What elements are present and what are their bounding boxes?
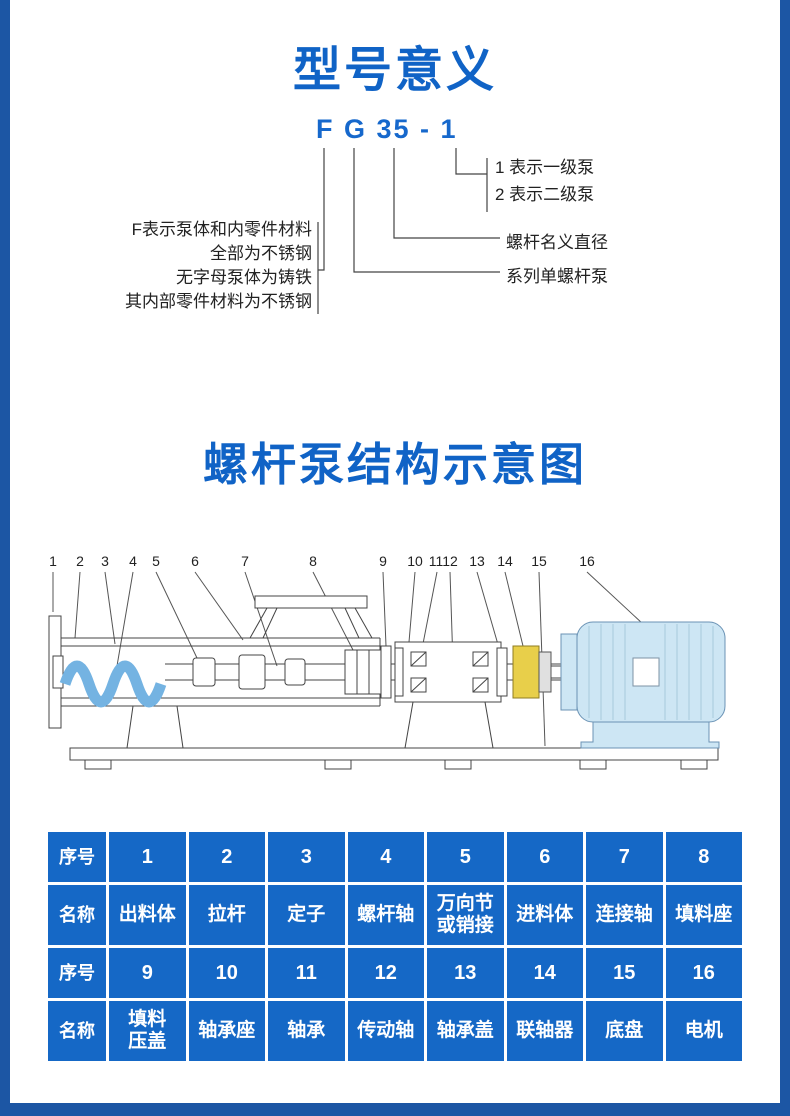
part-number: 7: [241, 553, 249, 569]
table-cell: 出料体: [109, 885, 186, 945]
table-cell: 进料体: [506, 885, 583, 945]
table-row-header: 名称: [48, 885, 106, 945]
material-line-1: F表示泵体和内零件材料: [131, 220, 312, 239]
packing-seat: [344, 649, 382, 695]
table-cell: 4: [347, 832, 424, 882]
part-number: 12: [442, 553, 458, 569]
table-cell: 轴承盖: [427, 1001, 504, 1061]
base-frame: [69, 747, 719, 770]
stage-label-1: 1 表示一级泵: [495, 158, 595, 177]
universal-joint: [192, 654, 306, 690]
table-cell: 16: [665, 948, 742, 998]
table-cell: 底盘: [586, 1001, 663, 1061]
part-number: 8: [309, 553, 317, 569]
table-cell: 15: [586, 948, 663, 998]
part-numbers: 1 2 3 4 5 6 7 8 9 10 11 12 13 14 15 16: [49, 553, 595, 569]
table-cell: 填料座: [665, 885, 742, 945]
table-cell: 14: [506, 948, 583, 998]
part-number: 16: [579, 553, 595, 569]
table-cell: 10: [188, 948, 265, 998]
material-line-3: 无字母泵体为铸铁: [176, 268, 312, 287]
table-cell: 螺杆轴: [347, 885, 424, 945]
table-cell: 1: [109, 832, 186, 882]
stage-label-2: 2 表示二级泵: [495, 185, 595, 204]
motor-nameplate: [632, 657, 660, 687]
pump-casing: [61, 637, 381, 749]
leader-lines: [52, 571, 644, 747]
table-cell: 传动轴: [347, 1001, 424, 1061]
bearing-cover: [496, 647, 508, 697]
table-cell: 12: [347, 948, 424, 998]
part-number: 5: [152, 553, 160, 569]
table-row-header: 序号: [48, 832, 106, 882]
stage-labels: 1 表示一级泵 2 表示二级泵: [495, 154, 594, 208]
table-cell: 11: [268, 948, 345, 998]
table-cell: 7: [586, 832, 663, 882]
model-annotation: F G 35 - 1 1 表示一级泵 2 表示二级泵 螺杆名义直径 系列单螺杆泵…: [0, 112, 790, 332]
table-cell: 轴承座: [188, 1001, 265, 1061]
table-cell: 6: [506, 832, 583, 882]
part-number: 9: [379, 553, 387, 569]
table-cell: 定子: [268, 885, 345, 945]
table-cell: 填料 压盖: [109, 1001, 186, 1061]
table-cell: 5: [427, 832, 504, 882]
suction-body: [249, 595, 373, 639]
discharge-body: [48, 615, 64, 729]
model-meaning-title: 型号意义: [292, 44, 497, 97]
table-cell: 拉杆: [188, 885, 265, 945]
bottom-border: [0, 1103, 790, 1116]
screw-rotor: [59, 660, 167, 708]
structure-diagram-title: 螺杆泵结构示意图: [202, 439, 587, 490]
motor: [551, 621, 726, 749]
part-number: 13: [469, 553, 485, 569]
part-number: 10: [407, 553, 423, 569]
annotation-leader-lines: [317, 148, 500, 314]
table-cell: 联轴器: [506, 1001, 583, 1061]
parts-table: 序号 1 2 3 4 5 6 7 8 名称 出料体 拉杆 定子 螺杆轴 万向节 …: [48, 832, 742, 1061]
diameter-label: 螺杆名义直径: [506, 233, 608, 252]
right-border: [780, 0, 790, 1116]
pump-diagram-svg: 1 2 3 4 5 6 7 8 9 10 11 12 13 14 15 16: [48, 553, 726, 770]
table-cell: 轴承: [268, 1001, 345, 1061]
material-line-2: 全部为不锈钢: [210, 244, 312, 263]
material-note: F表示泵体和内零件材料 全部为不锈钢 无字母泵体为铸铁 其内部零件材料为不锈钢: [50, 218, 312, 314]
part-number: 4: [129, 553, 137, 569]
table-cell: 万向节 或销接: [427, 885, 504, 945]
part-number: 6: [191, 553, 199, 569]
table-cell: 9: [109, 948, 186, 998]
part-number: 14: [497, 553, 513, 569]
part-number: 3: [101, 553, 109, 569]
series-label: 系列单螺杆泵: [506, 267, 608, 286]
table-row-header: 序号: [48, 948, 106, 998]
table-cell: 2: [188, 832, 265, 882]
part-number: 11: [429, 553, 444, 569]
table-cell: 连接轴: [586, 885, 663, 945]
model-code: F G 35 - 1: [316, 114, 458, 144]
packing-gland: [380, 645, 392, 699]
bearings: [410, 651, 489, 693]
table-cell: 13: [427, 948, 504, 998]
left-border: [0, 0, 10, 1116]
table-cell: 3: [268, 832, 345, 882]
table-cell: 8: [665, 832, 742, 882]
part-number: 1: [49, 553, 57, 569]
material-line-4: 其内部零件材料为不锈钢: [125, 292, 312, 311]
part-number: 2: [76, 553, 84, 569]
part-number: 15: [531, 553, 547, 569]
table-row-header: 名称: [48, 1001, 106, 1061]
pump-structure-diagram: 1 2 3 4 5 6 7 8 9 10 11 12 13 14 15 16: [45, 552, 745, 797]
table-cell: 电机: [665, 1001, 742, 1061]
coupling: [512, 645, 552, 699]
